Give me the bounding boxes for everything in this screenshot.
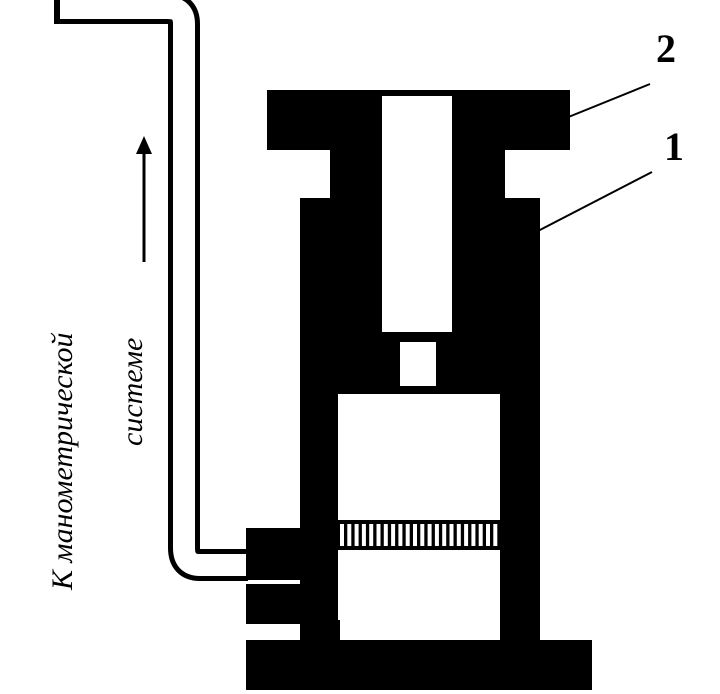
filter-slot	[383, 524, 388, 546]
callout-2: 2	[656, 26, 676, 71]
filter-slot	[405, 524, 410, 546]
filter-slot	[471, 524, 476, 546]
side-label-line2: системе	[116, 338, 149, 446]
filter-slot	[493, 524, 498, 546]
filter-slot	[413, 524, 417, 546]
filter-slot	[398, 524, 403, 546]
filter-grid	[336, 520, 502, 550]
pipe	[54, 0, 248, 581]
flow-arrow-icon	[136, 136, 152, 262]
filter-slot	[391, 524, 396, 546]
base-plate	[246, 640, 592, 690]
filter-slot	[464, 524, 469, 546]
filter-slot	[361, 524, 366, 546]
filter-slot	[442, 524, 447, 546]
filter-slot	[347, 524, 352, 546]
callout-1: 1	[664, 124, 684, 169]
leader-line-2	[565, 83, 651, 119]
filter-slot	[420, 524, 425, 546]
filter-slot	[376, 524, 381, 546]
cylinder-body	[300, 198, 540, 640]
filter-slot	[449, 524, 454, 546]
filter-slot	[340, 524, 344, 546]
side-label-line1: К манометрической	[46, 333, 79, 591]
inlet-fitting	[246, 528, 340, 640]
filter-slot	[369, 524, 374, 546]
filter-slot	[427, 524, 432, 546]
filter-slot	[354, 524, 359, 546]
filter-slot	[478, 524, 483, 546]
leader-line-1	[535, 171, 653, 233]
filter-slot	[456, 524, 461, 546]
filter-slot	[486, 524, 490, 546]
filter-slot	[434, 524, 439, 546]
